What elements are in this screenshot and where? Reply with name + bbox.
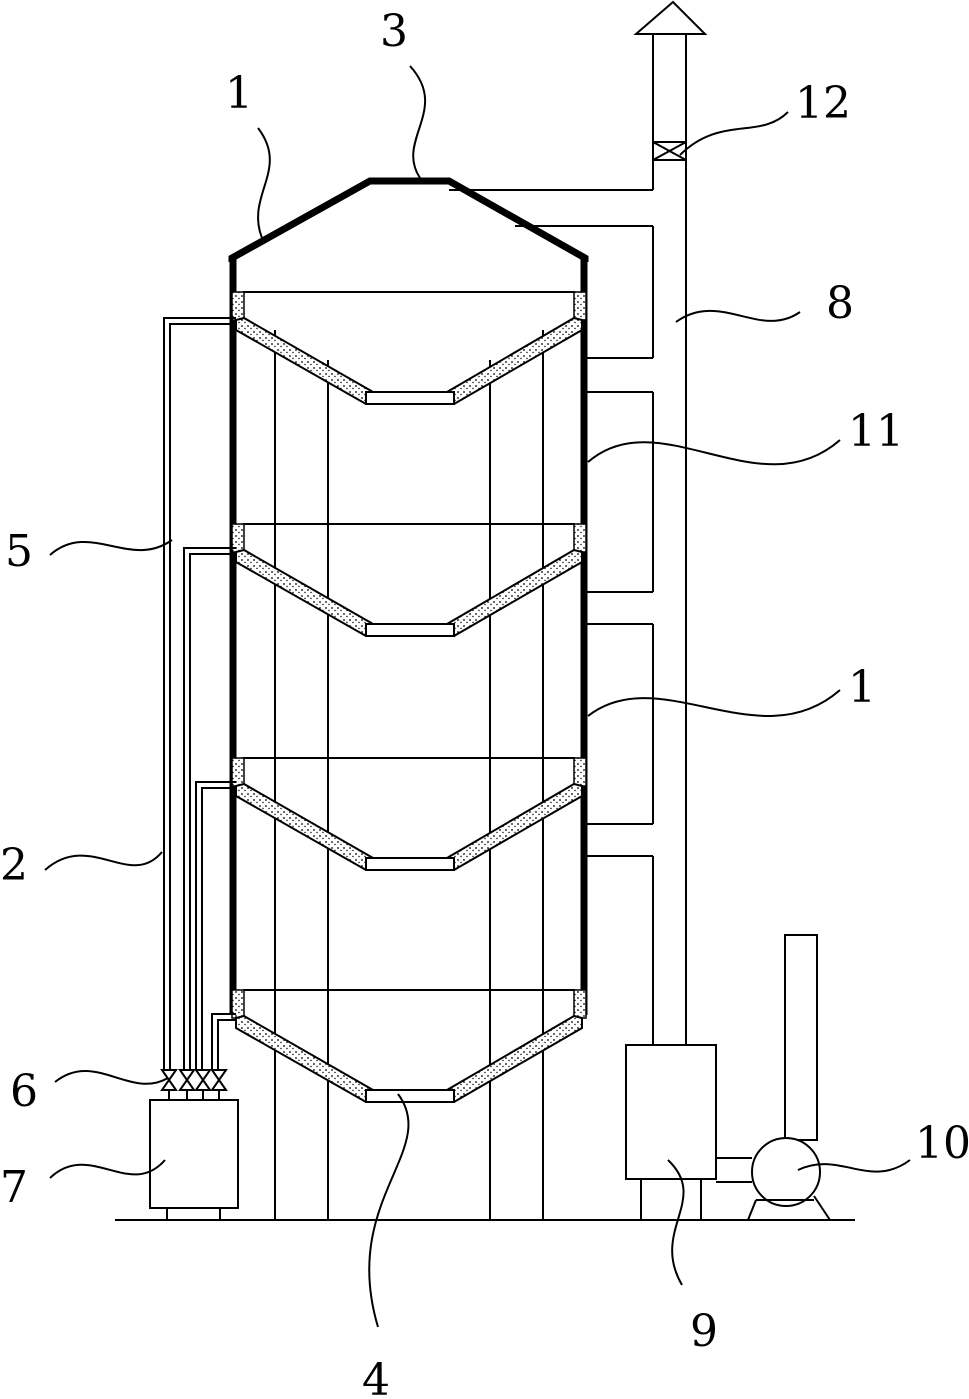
hopper-plate-1 — [235, 316, 374, 405]
label-12: 12 — [795, 78, 851, 129]
gas-ducts — [449, 189, 653, 857]
exhaust-stack — [633, 0, 708, 1045]
label-10: 10 — [915, 1118, 969, 1169]
label-2: 2 — [0, 840, 28, 891]
tier-4 — [231, 989, 587, 1103]
box-9 — [625, 1044, 717, 1180]
label-6: 6 — [10, 1066, 38, 1117]
label-11: 11 — [848, 406, 904, 457]
label-5: 5 — [5, 526, 33, 577]
box-9-feet — [640, 1178, 702, 1221]
tier-2 — [231, 523, 587, 637]
label-3: 3 — [380, 6, 408, 57]
fan-10 — [716, 934, 831, 1221]
spray-pipes — [163, 317, 236, 1070]
hopper-plate-4 — [235, 1014, 374, 1103]
label-8: 8 — [826, 278, 854, 329]
label-7: 7 — [0, 1162, 28, 1213]
label-1-mid: 1 — [848, 662, 876, 713]
tier-1 — [231, 291, 587, 405]
label-1-top: 1 — [225, 68, 253, 119]
tank-7 — [149, 1099, 239, 1209]
tower-roof — [228, 177, 589, 262]
leader-lines — [44, 65, 911, 1328]
stack-valve — [652, 141, 687, 161]
label-9: 9 — [690, 1306, 718, 1357]
hopper-plate-2 — [235, 548, 374, 637]
hopper-plate-3 — [235, 782, 374, 871]
support-columns — [274, 330, 544, 1220]
tier-3 — [231, 757, 587, 871]
pump-valves — [160, 1069, 228, 1100]
label-4: 4 — [362, 1355, 390, 1399]
tank-7-feet — [166, 1207, 221, 1221]
